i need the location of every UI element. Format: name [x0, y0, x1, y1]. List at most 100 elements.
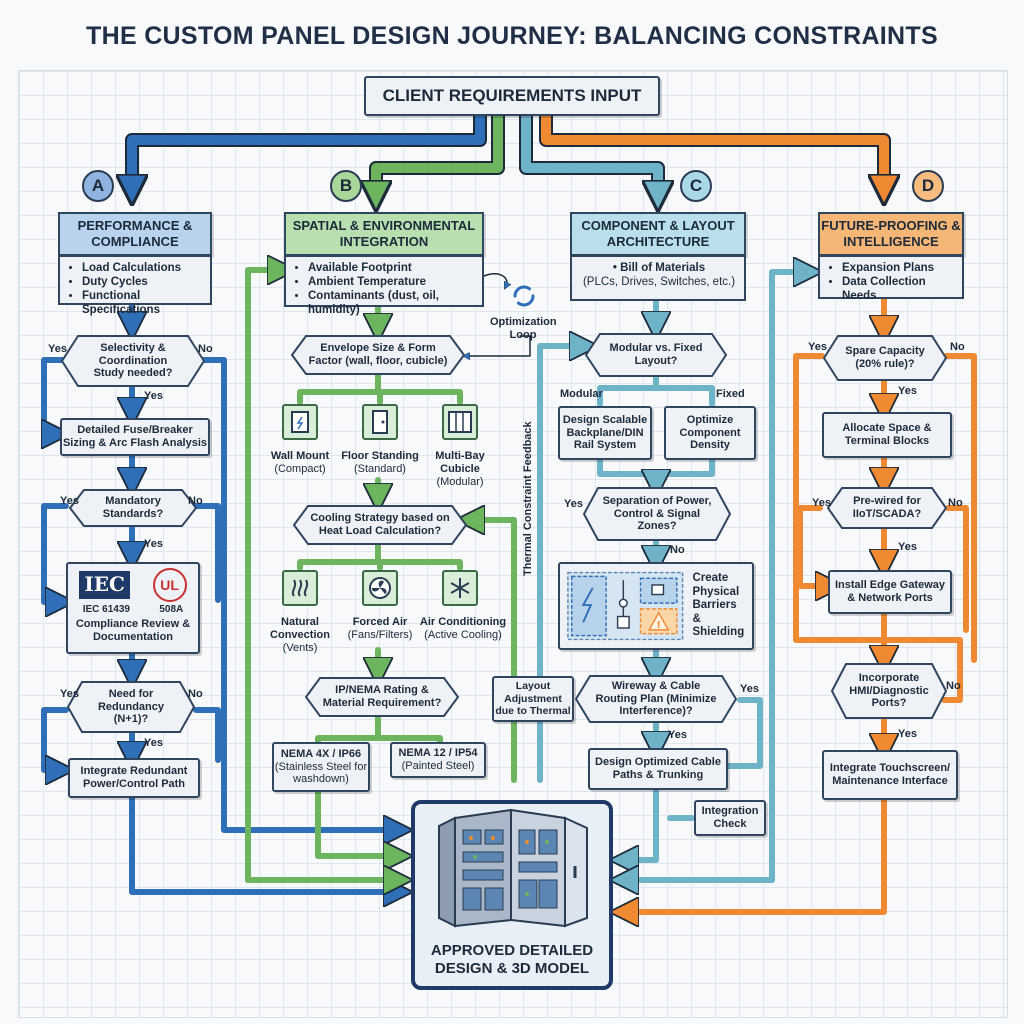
yes-label: Yes: [60, 495, 79, 507]
list-item: Data Collection Needs: [842, 275, 956, 303]
column-a-header: PERFORMANCE & COMPLIANCE: [58, 212, 212, 256]
decision-label: Modular vs. Fixed Layout?: [609, 342, 703, 367]
option-title: Multi-Bay Cubicle: [435, 450, 485, 476]
cable-paths-box: Design Optimized Cable Paths & Trunking: [588, 748, 728, 790]
no-label: No: [188, 688, 203, 700]
compliance-review-box: IEC UL IEC 61439 508A Compliance Review …: [66, 562, 200, 654]
separation-decision: Separation of Power, Control & Signal Zo…: [582, 486, 732, 542]
no-label: No: [670, 544, 685, 556]
hmi-decision: Incorporate HMI/Diagnostic Ports?: [830, 662, 948, 720]
yes-label: Yes: [808, 341, 827, 353]
option-title: NEMA 12 / IP54: [398, 747, 478, 760]
list-item: Ambient Temperature: [308, 275, 476, 289]
decision-label: Need for Redundancy (N+1)?: [97, 687, 164, 726]
iec-standard-label: IEC 61439: [82, 604, 130, 615]
column-b-inputs: Available Footprint Ambient Temperature …: [284, 255, 484, 316]
allocate-space-box: Allocate Space & Terminal Blocks: [822, 412, 952, 458]
nema-4x-box: NEMA 4X / IP66 (Stainless Steel for wash…: [272, 742, 370, 792]
nema-12-box: NEMA 12 / IP54 (Painted Steel): [390, 742, 486, 778]
list-item: Duty Cycles: [82, 275, 204, 289]
cooling-decision: Cooling Strategy based on Heat Load Calc…: [292, 504, 468, 546]
ul-standard-label: 508A: [159, 604, 184, 615]
fan-icon: [362, 570, 398, 606]
option-sub: (Active Cooling): [424, 629, 502, 642]
page-title: THE CUSTOM PANEL DESIGN JOURNEY: BALANCI…: [86, 22, 938, 50]
list-item: Expansion Plans: [842, 261, 956, 275]
column-c-marker: C: [680, 170, 712, 202]
bom-title-text: Bill of Materials: [620, 262, 706, 274]
yes-label: Yes: [668, 729, 687, 741]
decision-label: Envelope Size & Form Factor (wall, floor…: [308, 342, 448, 367]
decision-label: Mandatory Standards?: [102, 495, 164, 520]
approved-design-label: APPROVED DETAILED DESIGN & 3D MODEL: [430, 942, 594, 977]
yes-label: Yes: [898, 541, 917, 553]
component-density-box: Optimize Component Density: [664, 406, 756, 460]
decision-label: Pre-wired for IIoT/SCADA?: [852, 495, 922, 520]
ip-nema-decision: IP/NEMA Rating & Material Requirement?: [304, 676, 460, 718]
decision-label: Cooling Strategy based on Heat Load Calc…: [310, 512, 450, 537]
standards-decision: Mandatory Standards?: [68, 488, 198, 528]
redundant-path-box: Integrate Redundant Power/Control Path: [68, 758, 200, 798]
option-title: Forced Air: [352, 616, 408, 628]
option-title: Floor Standing: [341, 450, 419, 462]
list-item: Available Footprint: [308, 261, 476, 275]
approved-design-box: APPROVED DETAILED DESIGN & 3D MODEL: [411, 800, 613, 990]
option-sub: (Vents): [282, 642, 318, 655]
decision-label: Selectivity & Coordination Study needed?: [93, 341, 173, 380]
compliance-caption: Compliance Review & Documentation: [75, 617, 191, 643]
column-a-inputs: Load Calculations Duty Cycles Functional…: [58, 255, 212, 316]
touchscreen-interface-box: Integrate Touchscreen/ Maintenance Inter…: [822, 750, 958, 800]
decision-label: Separation of Power, Control & Signal Zo…: [602, 494, 712, 533]
option-title: Wall Mount: [270, 450, 330, 462]
option-title: Natural Convection: [270, 616, 330, 642]
yes-label: Yes: [740, 683, 759, 695]
air-conditioning-icon: [442, 570, 478, 606]
layout-adjustment-box: Layout Adjustment due to Thermal: [492, 676, 574, 722]
option-title: NEMA 4X / IP66: [280, 747, 362, 760]
wireway-decision: Wireway & Cable Routing Plan (Minimize I…: [574, 674, 738, 724]
column-d-header: FUTURE-PROOFING & INTELLIGENCE: [818, 212, 964, 256]
selectivity-decision: Selectivity & Coordination Study needed?: [60, 334, 206, 388]
wall-mount-caption: Wall Mount(Compact): [262, 450, 338, 476]
thermal-feedback-label: Thermal Constraint Feedback: [522, 421, 534, 576]
list-item: Contaminants (dust, oil, humidity): [308, 289, 476, 317]
decision-label: Wireway & Cable Routing Plan (Minimize I…: [595, 679, 717, 718]
svg-text:!: !: [657, 620, 661, 631]
wall-mount-icon: [282, 404, 318, 440]
floor-standing-icon: [362, 404, 398, 440]
option-sub: (Standard): [354, 463, 406, 476]
option-sub: (Compact): [274, 463, 326, 476]
bom-sub: (PLCs, Drives, Switches, etc.): [582, 276, 736, 289]
column-b-header: SPATIAL & ENVIRONMENTAL INTEGRATION: [284, 212, 484, 256]
list-item: Functional Specifications: [82, 289, 204, 317]
scalable-backplane-box: Design Scalable Backplane/DIN Rail Syste…: [558, 406, 652, 460]
option-title: Air Conditioning: [419, 616, 507, 628]
yes-label: Yes: [144, 737, 163, 749]
multi-bay-cubicle-icon: [442, 404, 478, 440]
bom-box: • Bill of Materials (PLCs, Drives, Switc…: [570, 255, 746, 301]
option-sub: (Modular): [436, 476, 484, 489]
iiot-decision: Pre-wired for IIoT/SCADA?: [826, 486, 948, 530]
column-d-inputs: Expansion Plans Data Collection Needs: [818, 255, 964, 302]
forced-air-caption: Forced Air(Fans/Filters): [340, 616, 420, 642]
yes-label: Yes: [812, 497, 831, 509]
yes-label: Yes: [48, 343, 67, 355]
physical-barriers-box: ! Create Physical Barriers & Shielding: [558, 562, 754, 650]
integration-check-box: Integration Check: [694, 800, 766, 836]
edge-gateway-box: Install Edge Gateway & Network Ports: [828, 570, 952, 614]
panel-3d-model-icon: [438, 808, 588, 928]
barriers-label: Create Physical Barriers & Shielding: [692, 572, 745, 639]
yes-label: Yes: [60, 688, 79, 700]
fuse-breaker-sizing-box: Detailed Fuse/Breaker Sizing & Arc Flash…: [60, 418, 210, 456]
option-sub: (Painted Steel): [401, 760, 475, 772]
column-d-marker: D: [912, 170, 944, 202]
yes-label: Yes: [144, 538, 163, 550]
fixed-branch-label: Fixed: [716, 388, 745, 400]
option-sub: (Fans/Filters): [347, 629, 413, 642]
decision-label: Spare Capacity (20% rule)?: [845, 345, 925, 370]
floor-standing-caption: Floor Standing(Standard): [338, 450, 422, 476]
list-item: Load Calculations: [82, 261, 204, 275]
yes-label: Yes: [898, 728, 917, 740]
